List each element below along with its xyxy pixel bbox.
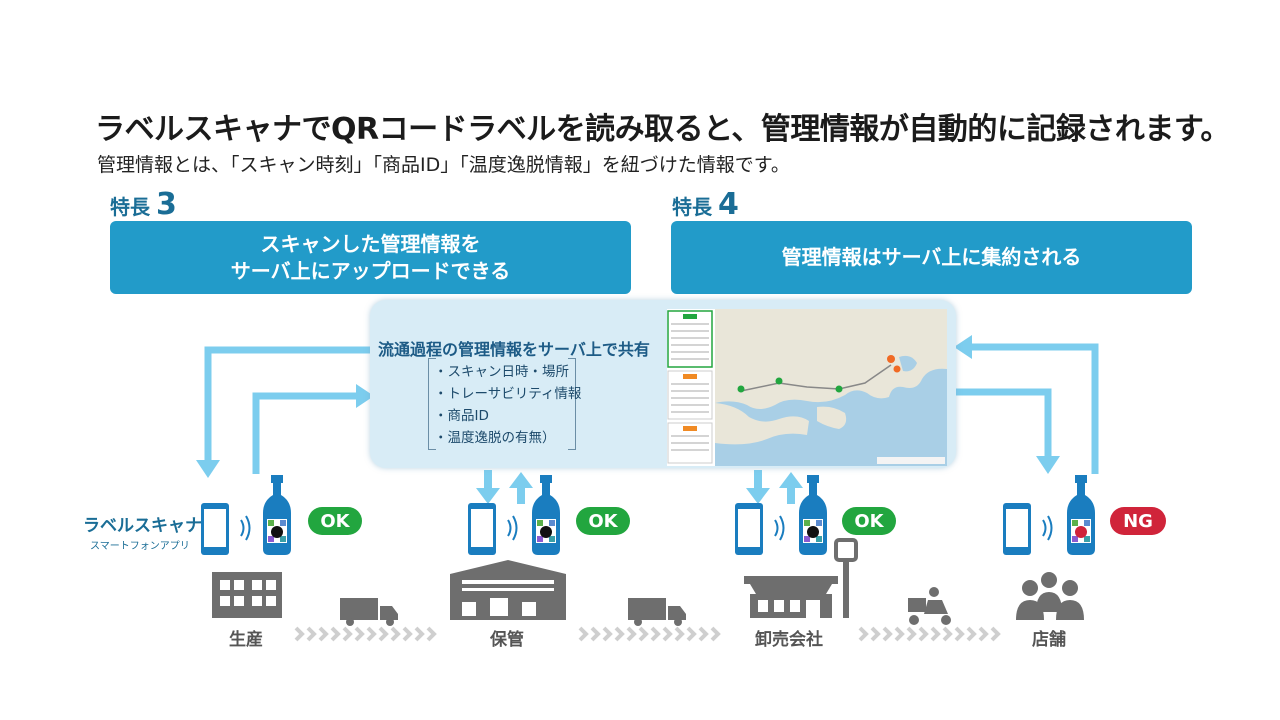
stage-label-storage: 保管 [490, 630, 524, 650]
arrow-left-down [204, 346, 372, 470]
panel-bullet: ・スキャン日時・場所 [434, 364, 569, 380]
arrow-storage-down [484, 470, 492, 490]
arrow-left-up [252, 392, 362, 474]
feature-4-label-text: 特長 [672, 195, 712, 219]
feature-3-line2: サーバ上にアップロードできる [230, 258, 511, 283]
bottle-icon [799, 475, 827, 555]
arrow-storage-up [517, 486, 525, 504]
bottle-icon [1067, 475, 1095, 555]
feature-3-line1: スキャンした管理情報を [260, 231, 481, 256]
arrow-right-up [966, 343, 1099, 474]
map-pin-green-2 [775, 377, 783, 385]
chevron-row-2 [578, 626, 721, 642]
map-pin-orange-2 [893, 365, 901, 373]
wholesale-shop-icon [744, 538, 858, 618]
truck-icon [340, 598, 398, 626]
bottle-icon [263, 475, 291, 555]
map-pin-green-3 [835, 385, 843, 393]
record-list [667, 310, 713, 464]
bracket-right [568, 358, 576, 450]
headline: ラベルスキャナでQRコードラベルを読み取ると、管理情報が自動的に記録されます。 [95, 112, 1230, 147]
feature-4-box: 管理情報はサーバ上に集約される [671, 221, 1192, 294]
arrow-right-up-head [954, 335, 972, 359]
result-badge-ng: NG [1110, 507, 1166, 535]
arrow-left-up-head [356, 384, 374, 408]
arrow-right-down [956, 388, 1052, 462]
arrow-wholesale-up [787, 486, 795, 504]
arrow-left-down-head [196, 460, 220, 478]
arrow-storage-up-head [509, 472, 533, 488]
result-badge-ok: OK [842, 507, 896, 535]
panel-bullet: ・トレーサビリティ情報 [434, 386, 582, 402]
result-badge-ok: OK [576, 507, 630, 535]
feature-4-number: 4 [718, 187, 739, 222]
feature-4-line1: 管理情報はサーバ上に集約される [781, 245, 1082, 269]
feature-3-number: 3 [156, 187, 177, 222]
panel-bullet: ・温度逸脱の有無） [434, 430, 556, 446]
chevron-row-1 [294, 626, 437, 642]
panel-bullet: ・商品ID [434, 408, 489, 424]
customers-icon [1016, 572, 1084, 620]
stage-label-store: 店舗 [1032, 630, 1066, 650]
arrow-wholesale-up-head [779, 472, 803, 488]
brand-sub: スマートフォンアプリ [90, 541, 190, 552]
panel-title: 流通過程の管理情報をサーバ上で共有 [378, 340, 650, 359]
feature-3-label-text: 特長 [110, 195, 150, 219]
map-screenshot [667, 309, 947, 466]
chevron-row-3 [858, 626, 1001, 642]
arrow-wholesale-down-head [746, 488, 770, 504]
stage-label-wholesale: 卸売会社 [755, 630, 823, 650]
truck-icon [628, 598, 686, 626]
arrow-storage-down-head [476, 488, 500, 504]
warehouse-icon [450, 560, 566, 620]
result-badge-ok: OK [308, 507, 362, 535]
subheadline: 管理情報とは、「スキャン時刻」「商品ID」「温度逸脱情報」を紐づけた情報です。 [97, 154, 790, 176]
arrow-right-down-head [1036, 456, 1060, 474]
factory-icon [212, 572, 282, 618]
arrow-wholesale-down [754, 470, 762, 490]
map-view [715, 309, 947, 466]
brand-name: ラベルスキャナ [83, 516, 202, 536]
bottle-icon [532, 475, 560, 555]
map-pin-orange-1 [887, 355, 895, 363]
bracket-left [428, 358, 436, 450]
feature-3-box: スキャンした管理情報を サーバ上にアップロードできる [110, 221, 631, 294]
delivery-scooter-icon [908, 587, 951, 625]
stage-label-production: 生産 [229, 630, 263, 650]
map-pin-green-1 [737, 385, 745, 393]
